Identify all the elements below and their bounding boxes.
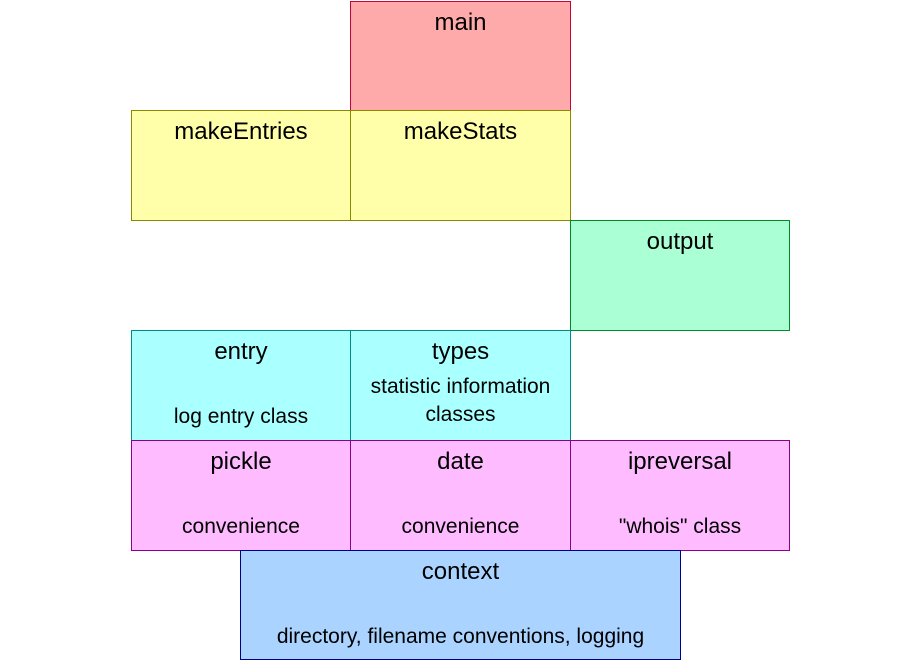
module-output-title: output [646,228,714,255]
module-context: context directory, filename conventions,… [240,550,681,660]
module-entry-title: entry [214,338,268,365]
module-date: date convenience [350,440,571,551]
module-makestats-title: makeStats [403,118,518,145]
module-ipreversal-title: ipreversal [627,448,733,475]
module-types: types statistic information classes [350,330,571,441]
module-main: main [350,1,571,111]
module-makeentries-title: makeEntries [174,118,308,145]
module-date-description: convenience [401,515,520,538]
module-types-description: statistic information classes [351,373,570,429]
module-makestats: makeStats [350,110,571,221]
module-entry-description: log entry class [173,405,309,428]
module-makeentries: makeEntries [131,110,351,221]
module-pickle-title: pickle [210,448,272,475]
module-types-title: types [431,338,490,365]
module-ipreversal-description: "whois" class [618,515,742,538]
module-date-title: date [437,448,484,475]
module-entry: entry log entry class [131,330,351,441]
module-output: output [570,220,790,331]
module-context-title: context [421,558,500,585]
module-main-title: main [434,9,487,36]
module-pickle-description: convenience [182,515,300,538]
module-context-description: directory, filename conventions, logging [276,625,645,648]
module-pickle: pickle convenience [131,440,351,551]
module-types-description-line-2: classes [425,403,496,426]
module-ipreversal: ipreversal "whois" class [570,440,790,551]
module-types-description-line-1: statistic information [370,375,551,398]
